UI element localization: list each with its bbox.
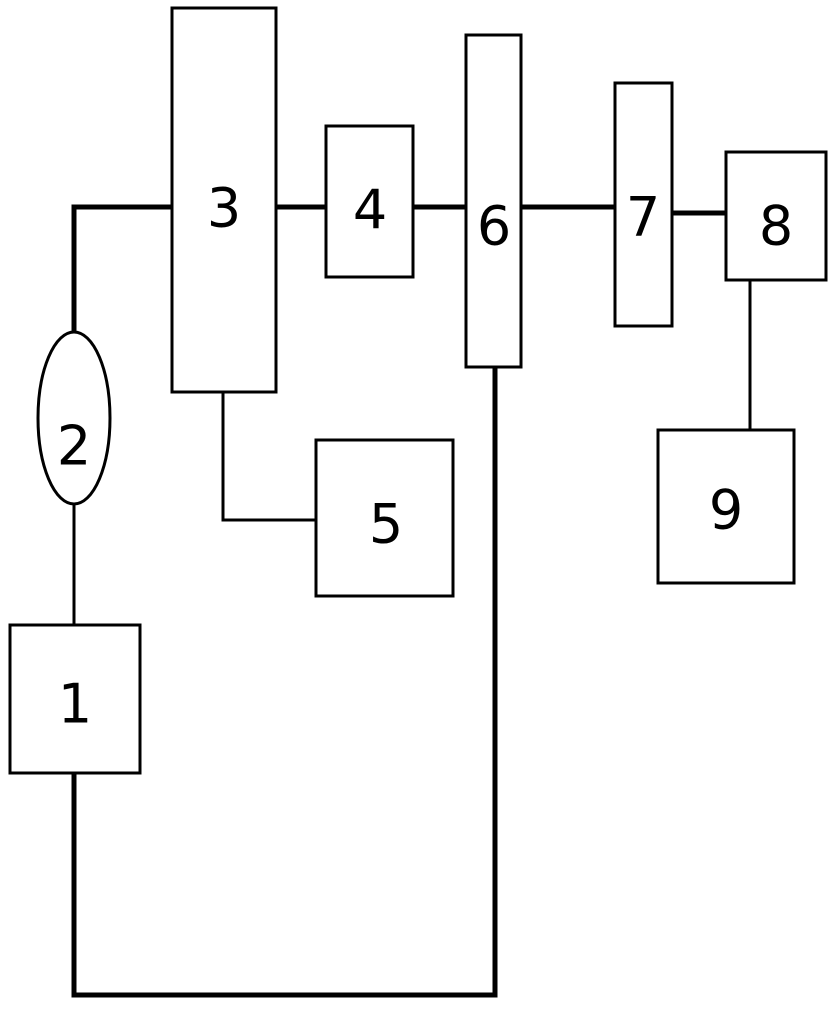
node-5: 5: [314, 438, 455, 598]
edge-2-3: [71, 204, 172, 332]
node-9: 9: [656, 428, 796, 585]
node-1-label: 1: [58, 673, 92, 736]
edge-1-6: [71, 367, 498, 998]
node-7-label: 7: [626, 186, 660, 249]
edge-3-5: [221, 392, 316, 522]
node-7-box: [613, 81, 674, 328]
node-7: 7: [613, 81, 674, 328]
node-6: 6: [464, 33, 523, 369]
node-3: 3: [170, 6, 278, 394]
node-2: 2: [36, 330, 112, 506]
node-9-box: [656, 428, 796, 585]
node-8: 8: [724, 150, 828, 282]
node-3-label: 3: [207, 177, 241, 240]
connectors: [71, 204, 752, 998]
node-5-box: [314, 438, 455, 598]
node-4-box: [324, 124, 415, 279]
node-3-box: [170, 6, 278, 394]
node-9-label: 9: [709, 479, 743, 542]
node-8-label: 8: [759, 195, 793, 258]
node-4: 4: [324, 124, 415, 279]
node-2-label: 2: [57, 415, 91, 478]
node-6-box: [464, 33, 523, 369]
node-8-box: [724, 150, 828, 282]
node-1-box: [8, 623, 142, 775]
node-6-label: 6: [477, 195, 511, 258]
node-4-label: 4: [353, 179, 387, 242]
node-1: 1: [8, 623, 142, 775]
node-5-label: 5: [369, 493, 403, 556]
node-2-circle: [36, 330, 112, 506]
